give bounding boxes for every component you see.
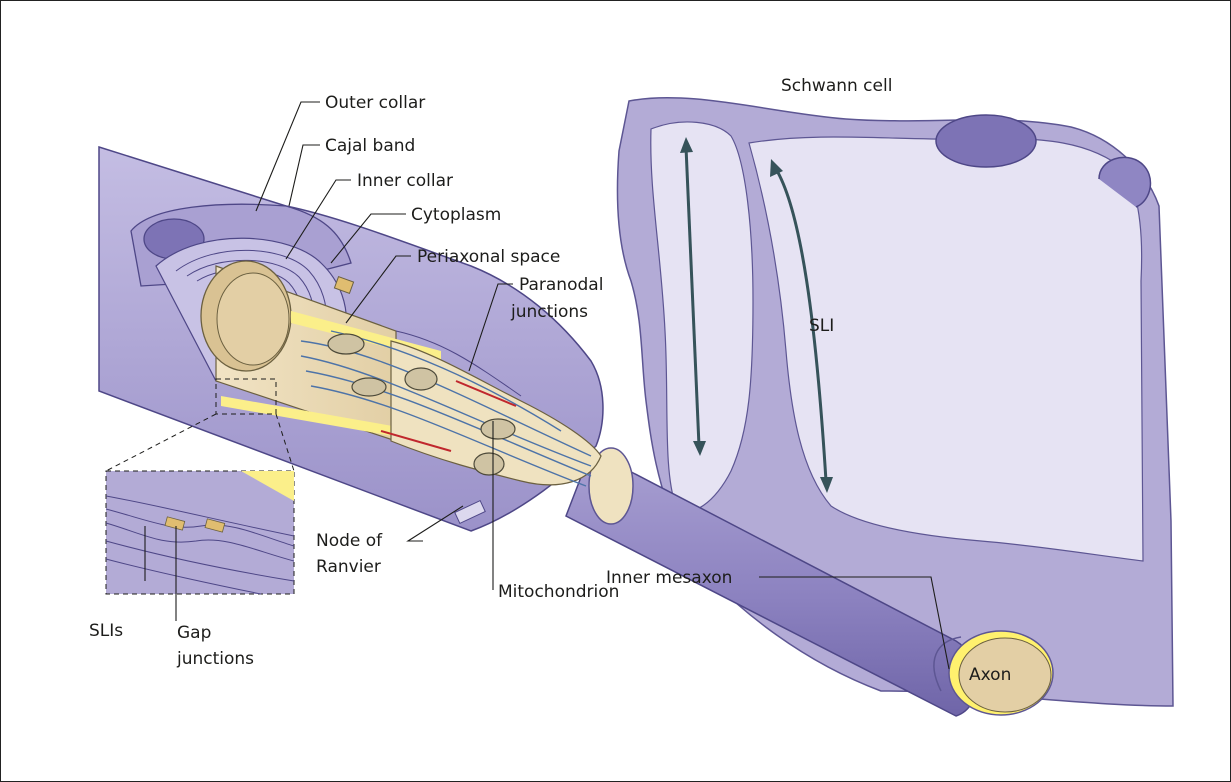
label-paranodal-junctions-1: Paranodal	[519, 275, 603, 295]
label-cajal-band: Cajal band	[325, 136, 415, 156]
label-node-of-ranvier-2: Ranvier	[316, 557, 381, 577]
label-cytoplasm: Cytoplasm	[411, 205, 501, 225]
label-slis: SLIs	[89, 621, 123, 641]
label-inner-collar: Inner collar	[357, 171, 453, 191]
label-schwann-cell: Schwann cell	[781, 76, 892, 96]
label-mitochondrion: Mitochondrion	[498, 582, 619, 602]
label-outer-collar: Outer collar	[325, 93, 425, 113]
label-sli: SLI	[809, 316, 834, 336]
label-gap-junctions-1: Gap	[177, 623, 211, 643]
label-axon: Axon	[969, 665, 1011, 685]
label-inner-mesaxon: Inner mesaxon	[606, 568, 732, 588]
label-periaxonal-space: Periaxonal space	[417, 247, 560, 267]
label-paranodal-junctions-2: junctions	[510, 302, 588, 322]
label-gap-junctions-2: junctions	[176, 649, 254, 669]
label-node-of-ranvier-1: Node of	[316, 531, 383, 551]
